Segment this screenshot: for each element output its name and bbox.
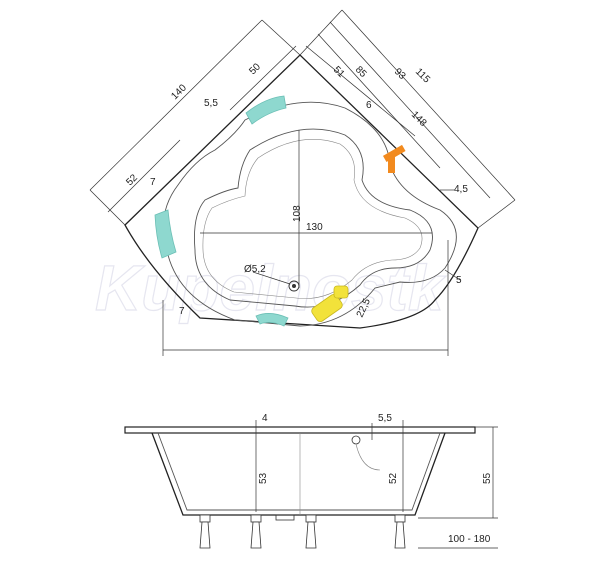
dim-label-diameter: Ø5,2 [244,264,266,275]
leg-4 [394,514,406,549]
ext-line-b [261,19,301,56]
ext-line-d [477,199,516,229]
dim-label-108: 108 [292,205,303,222]
dim-line-93 [329,21,491,199]
dim-label-4: 4 [262,413,268,424]
dim-label-5-5-side: 5,5 [378,413,392,424]
dim-label-50: 50 [247,61,263,77]
dim-label-53: 53 [258,472,269,484]
headrest-pad-top [245,95,287,125]
dim-label-115: 115 [413,66,432,85]
overflow-icon [351,435,361,445]
headrest-pad-bottom [255,313,289,327]
tub-side-body [151,432,446,516]
dim-line-52 [107,139,181,213]
tub-side-inner [157,432,441,511]
leader-5 [444,269,461,281]
dim-label-85: 85 [353,64,369,80]
leader-diameter [252,271,291,285]
dim-label-130: 130 [306,222,323,233]
drain-outlet [275,514,295,521]
dim-label-52-side: 52 [388,472,399,484]
dim-line-85 [317,33,441,169]
leg-1 [199,514,211,549]
headrest-pad-left [154,209,177,259]
dim-label-4-5: 4,5 [454,184,468,195]
dim-line-51 [305,45,416,137]
leg-2 [250,514,262,549]
overflow-pipe [355,443,381,471]
dim-label-6: 6 [366,100,372,111]
grab-handle-icon [311,285,349,322]
dim-label-legs: 100 - 180 [448,534,491,545]
dim-label-5: 5 [456,275,462,286]
dim-line-115 [341,9,516,201]
tub-rim-line [162,101,457,327]
side-view: 4 5,5 53 52 55 100 - 180 [124,413,498,549]
tub-rim [124,426,476,434]
watermark-text: Kupelnostk [95,252,447,324]
dim-line-50 [229,45,297,111]
tub-outer-outline [124,54,479,329]
ext-line-a [89,189,126,226]
dim-line-140 [89,19,263,191]
dim-label-7-top: 7 [150,177,156,188]
dim-label-55: 55 [482,472,493,484]
leg-3 [305,514,317,549]
drain-center [292,284,296,288]
basin-outline [194,128,433,308]
dim-label-52: 52 [124,172,140,188]
faucet-icon [382,144,406,173]
ext-line-c [299,9,343,56]
basin-ledge [202,139,423,299]
dim-label-5-5: 5,5 [204,98,218,109]
dim-label-7-bottom: 7 [179,306,185,317]
dim-label-140: 140 [169,82,189,102]
